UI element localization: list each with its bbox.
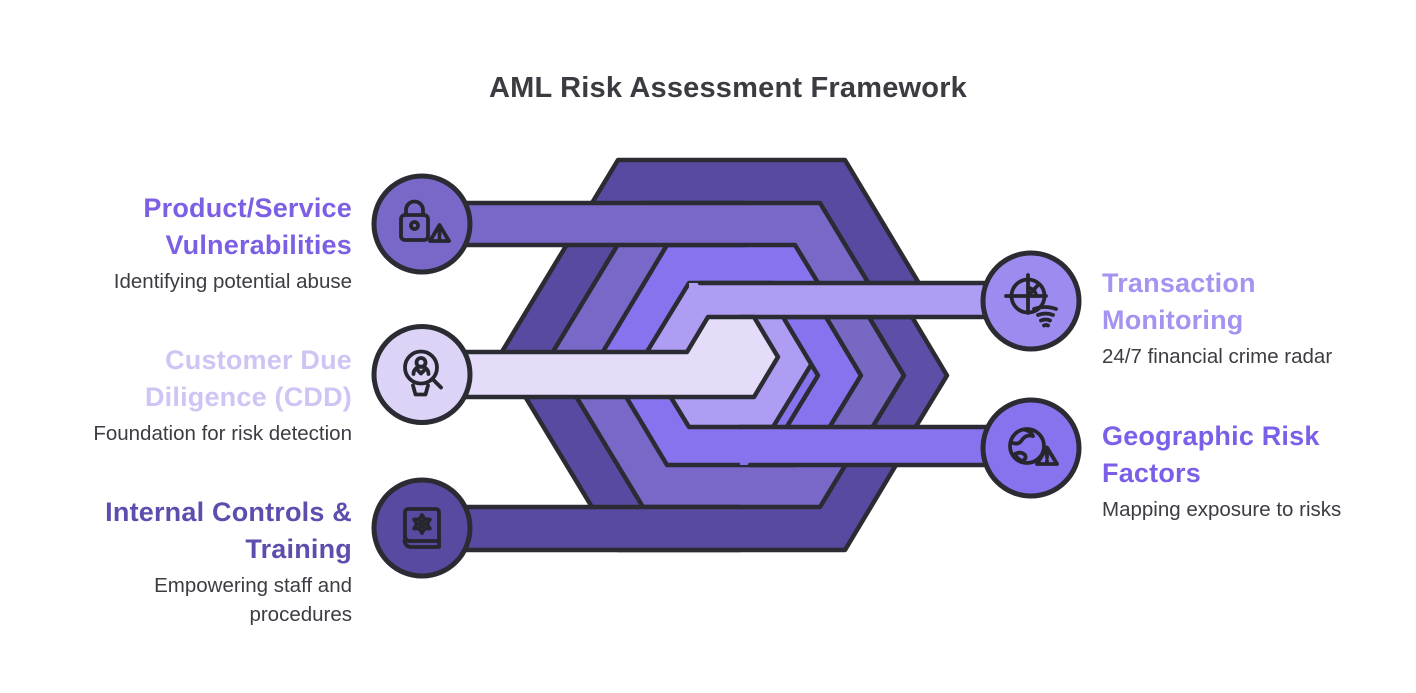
page-title: AML Risk Assessment Framework (488, 72, 968, 104)
node-subtitle: 24/7 financial crime radar (1102, 345, 1333, 368)
arm-transaction-monitoring (689, 280, 1034, 320)
node-subtitle: Identifying potential abuse (113, 270, 352, 293)
arm-cdd-center-hexagon (419, 314, 781, 400)
node-circle-geographic (980, 397, 1082, 499)
node-subtitle: Mapping exposure to risks (1102, 498, 1342, 521)
book-gear-icon (402, 507, 441, 549)
node-circle-transaction (980, 250, 1082, 352)
node-title: Internal Controls &Training (105, 497, 352, 564)
node-circle-product-service (371, 173, 473, 275)
lock-alert-icon (399, 199, 451, 243)
arm-product-service (419, 200, 748, 248)
radar-funnel-icon (1004, 273, 1058, 328)
globe-alert-icon (1008, 427, 1059, 466)
person-search-icon (403, 349, 443, 397)
node-label-internal-controls: Internal Controls &Training Empowering s… (12, 494, 352, 629)
white-notch (912, 315, 1012, 435)
arm-internal-controls (419, 504, 743, 553)
node-subtitle: Foundation for risk detection (93, 422, 352, 445)
